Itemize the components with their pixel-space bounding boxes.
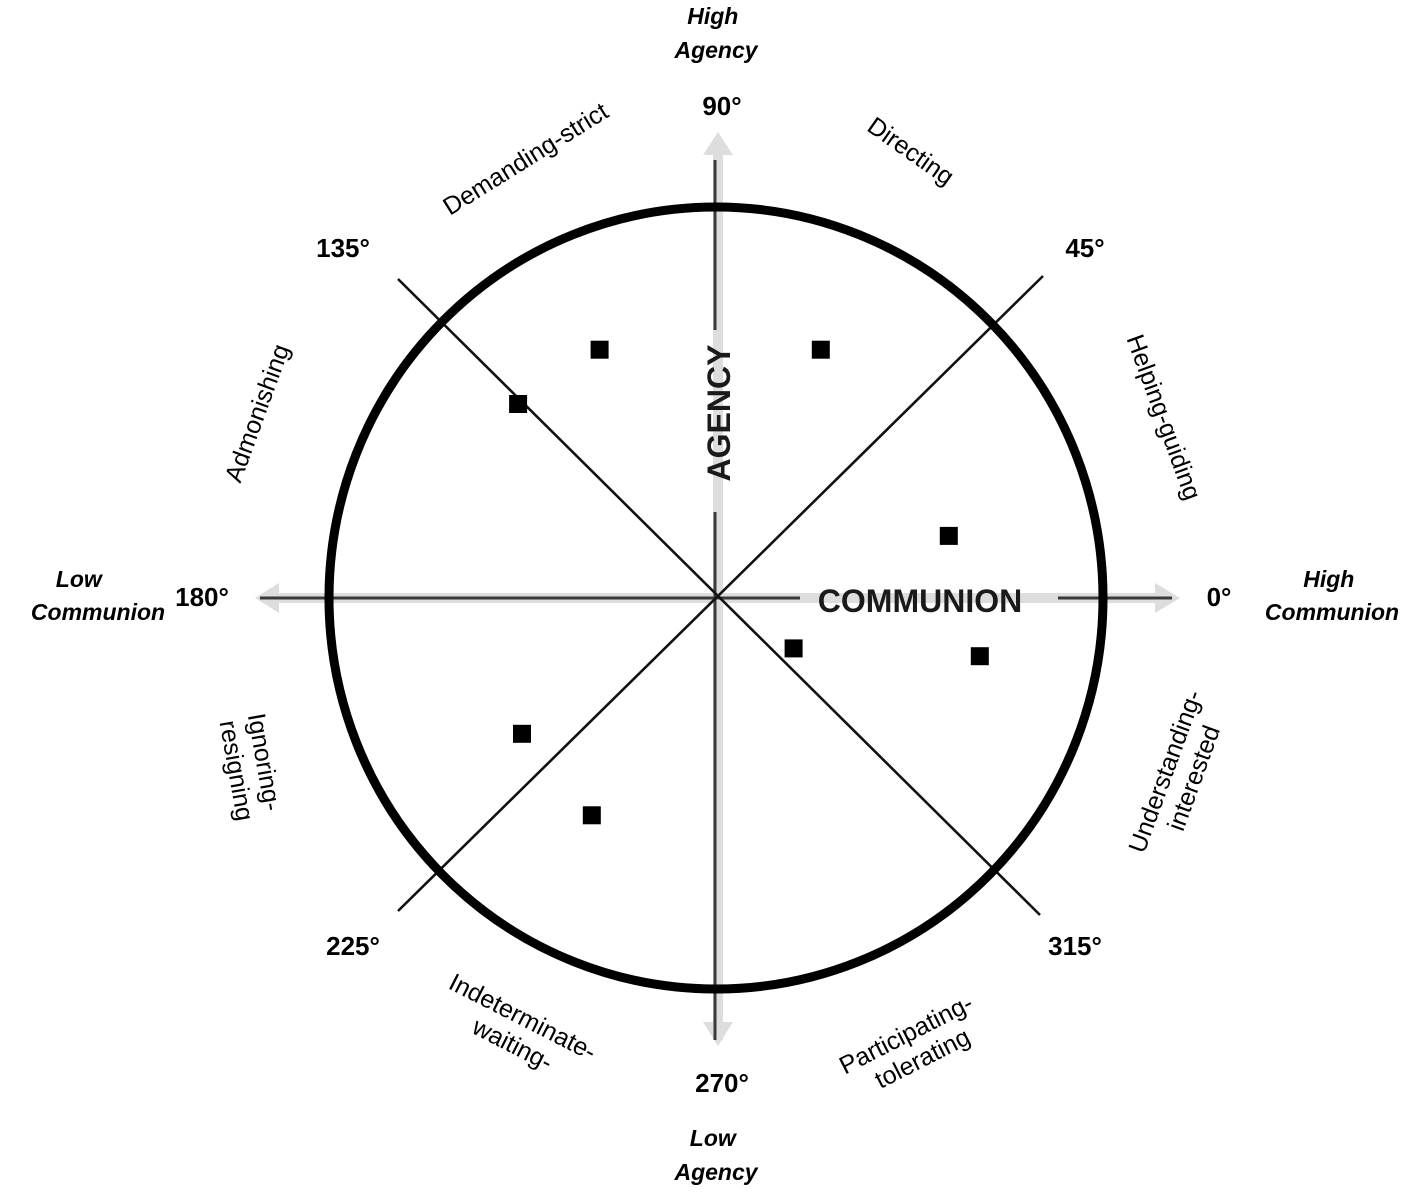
degree-label-90: 90° [702, 91, 741, 121]
degree-label-270: 270° [695, 1068, 749, 1098]
line-45-225 [397, 275, 1044, 912]
degree-label-225: 225° [326, 931, 380, 961]
degree-label-45: 45° [1065, 233, 1104, 263]
data-point-marker-4 [939, 526, 958, 545]
data-point-marker-8 [582, 806, 601, 825]
degree-label-315: 315° [1048, 931, 1102, 961]
degree-label-0: 0° [1207, 582, 1232, 612]
data-point-marker-5 [970, 647, 989, 666]
data-point-marker-3 [509, 395, 528, 413]
degree-label-135: 135° [316, 233, 370, 263]
communion-axis-word: COMMUNION [818, 583, 1022, 619]
down-arrowhead [703, 1022, 733, 1046]
data-point-marker-1 [811, 340, 830, 359]
data-point-marker-7 [513, 724, 531, 743]
octant-lines [397, 275, 1044, 916]
low-communion-label: Low Communion [31, 566, 165, 625]
data-points [509, 340, 989, 825]
agency-axis-word: AGENCY [701, 345, 737, 482]
octant-label-indeterminate-waiting: Indeterminate- waiting- [431, 968, 607, 1095]
octant-label-ignoring-resigning: Ignoring- resigning [213, 711, 287, 825]
octant-label-directing: Directing [862, 112, 959, 192]
high-communion-label: High Communion [1265, 566, 1399, 625]
data-point-marker-2 [590, 340, 609, 359]
data-point-marker-6 [784, 639, 803, 658]
octant-label-admonishing: Admonishing [220, 341, 296, 486]
circumplex-circle [324, 202, 1108, 994]
octant-label-helping-guiding: Helping-guiding [1121, 331, 1207, 504]
axis-arrows [255, 132, 1180, 1046]
octant-label-demanding-strict: Demanding-strict [438, 97, 613, 221]
low-agency-label: Low Agency [673, 1125, 758, 1185]
high-agency-label: High Agency [673, 3, 758, 63]
degree-label-180: 180° [175, 582, 229, 612]
up-arrowhead [703, 132, 733, 155]
octant-label-understanding-interested: Understanding- interested [1123, 680, 1237, 867]
octant-label-participating-tolerating: Participating- tolerating [835, 986, 997, 1106]
line-135-315 [397, 278, 1041, 916]
